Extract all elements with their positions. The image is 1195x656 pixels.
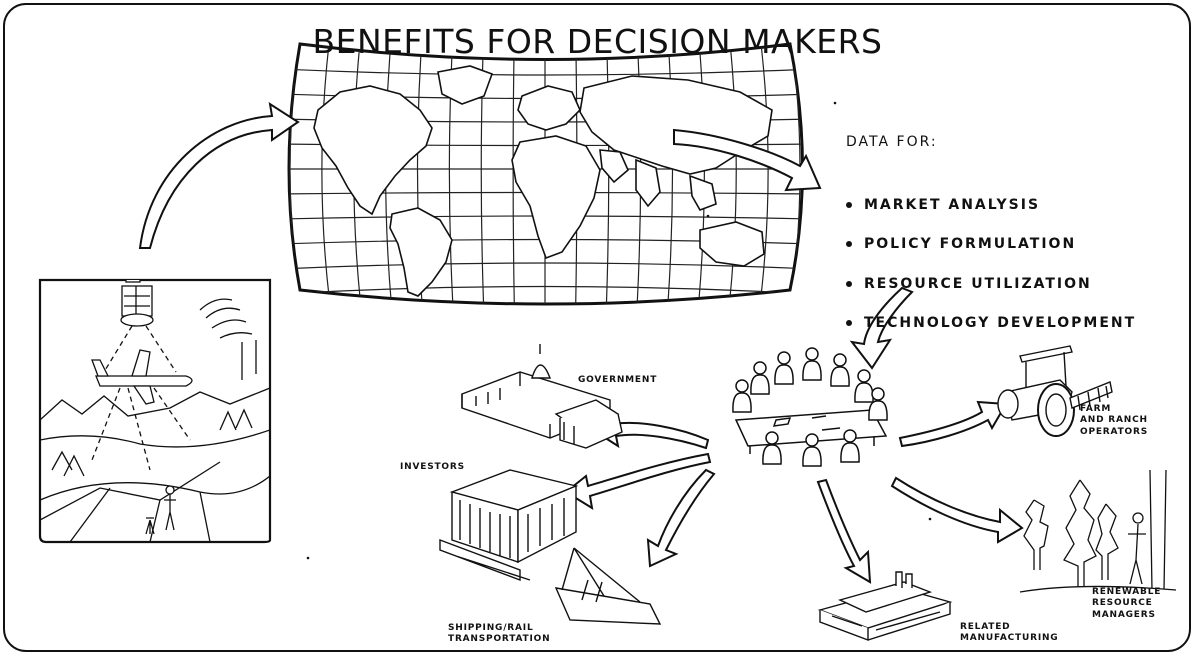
person-body	[830, 366, 850, 387]
label-government: GOVERNMENT	[578, 375, 658, 385]
diagram-title: BENEFITS FOR DECISION MAKERS	[312, 22, 883, 61]
arrow-to-renewable	[890, 476, 1024, 544]
label-shipping: SHIPPING/RAIL TRANSPORTATION	[448, 623, 551, 645]
label-farm: FARM AND RANCH OPERATORS	[1080, 404, 1148, 437]
person-body	[854, 382, 874, 403]
list-item: TECHNOLOGY DEVELOPMENT	[846, 312, 1136, 334]
world-map-icon	[287, 42, 804, 306]
person-head	[765, 431, 779, 445]
list-item: POLICY FORMULATION	[846, 233, 1136, 255]
bank-building-icon	[439, 469, 579, 582]
list-item: RESOURCE UTILIZATION	[846, 273, 1136, 295]
label-investors: INVESTORS	[400, 462, 465, 472]
arrow-to-manufacturing	[816, 478, 872, 584]
bullet-icon	[846, 201, 852, 208]
bullet-icon	[846, 241, 852, 247]
bullet-icon	[846, 280, 852, 287]
ship-icon	[554, 547, 662, 625]
capitol-building-icon	[461, 344, 623, 449]
bullet-icon	[846, 320, 852, 326]
person-head	[871, 387, 885, 401]
satellite-aircraft-survey-icon	[38, 278, 272, 544]
data-uses-list: MARKET ANALYSIS POLICY FORMULATION RESOU…	[846, 176, 1136, 352]
outer-frame	[3, 3, 1191, 652]
list-item-label: TECHNOLOGY DEVELOPMENT	[864, 315, 1137, 331]
person-body	[750, 374, 770, 395]
person-head	[843, 429, 857, 443]
person-body	[840, 442, 860, 463]
map-meridian	[448, 44, 454, 304]
person-head	[857, 369, 871, 383]
map-parallel	[289, 68, 803, 76]
map-meridian	[758, 44, 769, 304]
person-body	[774, 364, 794, 385]
tractor-icon	[997, 345, 1113, 437]
list-item: MARKET ANALYSIS	[846, 194, 1136, 216]
list-item-label: MARKET ANALYSIS	[864, 196, 1041, 213]
map-meridian	[666, 44, 674, 304]
person-head	[833, 353, 847, 367]
person-head	[777, 351, 791, 365]
arrow-to-data	[673, 128, 822, 192]
data-for-heading: DATA FOR:	[846, 134, 938, 150]
person-head	[805, 347, 819, 361]
map-parallel	[289, 285, 803, 295]
label-manufacturing: RELATED MANUFACTURING	[960, 622, 1059, 644]
person-head	[753, 361, 767, 375]
list-item-label: RESOURCE UTILIZATION	[864, 275, 1092, 292]
person-body	[732, 392, 752, 413]
map-meridian	[728, 44, 737, 304]
label-renewable: RENEWABLE RESOURCE MANAGERS	[1092, 587, 1162, 620]
person-body	[868, 400, 888, 421]
person-head	[805, 433, 819, 447]
arrow-to-farm	[898, 400, 1008, 448]
list-item-label: POLICY FORMULATION	[864, 236, 1077, 252]
arrow-to-map	[138, 101, 300, 249]
person-head	[735, 379, 749, 393]
arrow-to-shipping	[646, 468, 716, 568]
person-body	[802, 446, 822, 467]
person-body	[762, 444, 782, 465]
factory-icon	[817, 571, 953, 642]
arrow-to-investors	[564, 452, 712, 511]
person-body	[802, 360, 822, 381]
map-meridian	[321, 44, 332, 304]
map-meridian	[480, 44, 485, 304]
arrow-to-meeting	[849, 286, 914, 370]
map-parallel	[289, 262, 803, 270]
meeting-table-icon	[732, 347, 888, 467]
forest-icon	[1019, 469, 1177, 593]
